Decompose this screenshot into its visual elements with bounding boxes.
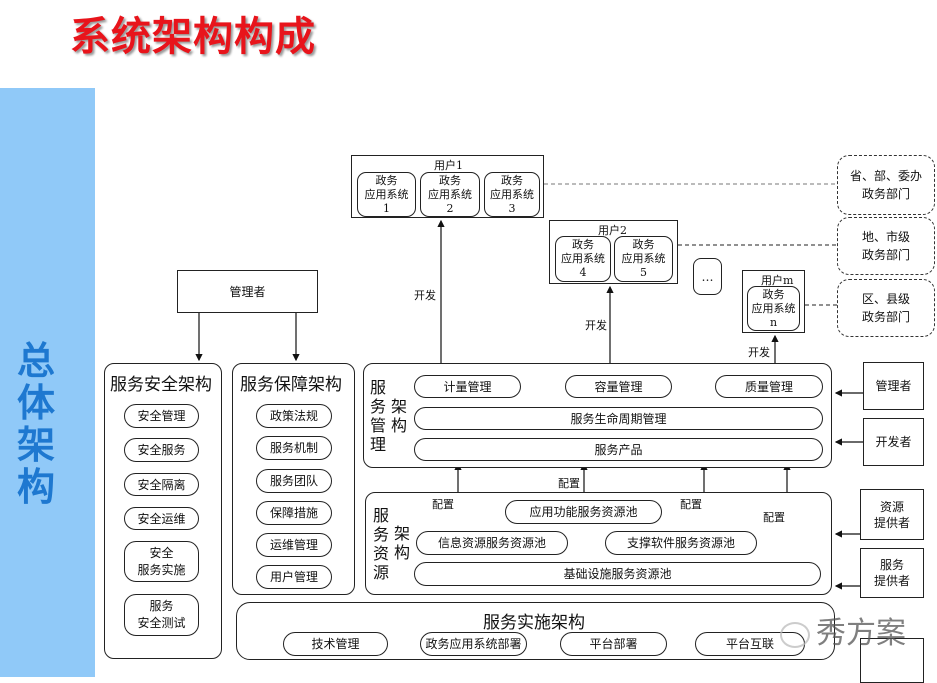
- watermark: 秀方案: [780, 608, 906, 652]
- service-product: 服务产品: [414, 438, 823, 461]
- support-software-pool: 支撑软件服务资源池: [605, 531, 757, 555]
- develop-label: 开发: [585, 319, 607, 332]
- app-line: 应用系统: [561, 252, 605, 265]
- dept-line: 省、部、委办: [849, 169, 922, 183]
- user-label: 用户2: [598, 224, 627, 237]
- app-line: 应用系统: [751, 302, 796, 315]
- resource-title: 服务资源: [372, 506, 389, 582]
- dept-line: 政务部门: [861, 248, 910, 262]
- app-line: 政务: [632, 238, 655, 251]
- app-line: 应用系统: [490, 188, 534, 201]
- actor-resource-provider: 资源提供者: [860, 489, 924, 540]
- dept-line: 政务部门: [861, 187, 910, 201]
- item-line: 安全测试: [137, 616, 186, 630]
- watermark-text: 秀方案: [816, 616, 906, 651]
- assurance-item: 政策法规: [256, 404, 332, 428]
- dept-line: 地、市级: [861, 230, 910, 244]
- app-line: 政务: [501, 174, 523, 187]
- develop-label: 开发: [748, 346, 770, 359]
- implementation-item: 技术管理: [283, 632, 388, 656]
- info-resource-pool: 信息资源服务资源池: [416, 531, 568, 555]
- app-function-pool: 应用功能服务资源池: [505, 500, 662, 524]
- security-item: 服务安全测试: [124, 594, 199, 636]
- item-line: 服务: [149, 599, 174, 613]
- dept-line: 区、县级: [861, 292, 910, 306]
- app-line: 应用系统: [364, 188, 409, 201]
- actor-developer: 开发者: [863, 418, 924, 466]
- app-line: 政务: [375, 174, 398, 187]
- config-label: 配置: [763, 511, 785, 524]
- app-line: 政务: [762, 288, 785, 301]
- actor-line: 提供者: [873, 574, 910, 588]
- security-item: 安全隔离: [124, 473, 199, 496]
- lifecycle-management: 服务生命周期管理: [414, 407, 823, 430]
- assurance-title: 服务保障架构: [240, 375, 342, 395]
- resource-title-suffix: 架构: [393, 524, 410, 562]
- actor-manager: 管理者: [863, 362, 924, 410]
- app-number: n: [769, 316, 778, 329]
- item-line: 安全: [149, 545, 174, 560]
- actor-line: 提供者: [873, 515, 910, 530]
- department-county: 区、县级政务部门: [837, 279, 935, 337]
- app-number: 1: [383, 202, 390, 215]
- management-title-suffix: 架构: [390, 397, 407, 435]
- implementation-title: 服务实施架构: [483, 613, 585, 633]
- user-label: 用户1: [434, 159, 463, 172]
- actor-box-obscured: [860, 638, 924, 683]
- security-item: 安全服务: [124, 438, 199, 462]
- sidebar-band: [0, 88, 95, 677]
- app-line: 应用系统: [428, 188, 472, 201]
- assurance-item: 服务机制: [256, 436, 332, 460]
- app-line: 应用系统: [621, 252, 666, 265]
- assurance-item: 保障措施: [256, 501, 332, 525]
- actor-line: 服务: [879, 558, 904, 572]
- implementation-item: 政务应用系统部署: [420, 632, 527, 656]
- app-line: 政务: [439, 174, 461, 187]
- department-provincial: 省、部、委办政务部门: [837, 155, 935, 215]
- actor-line: 资源: [879, 499, 904, 514]
- infrastructure-pool: 基础设施服务资源池: [414, 562, 821, 586]
- app-number: 5: [640, 266, 647, 279]
- user-label: 用户m: [761, 274, 794, 287]
- develop-label: 开发: [414, 289, 436, 302]
- config-label: 配置: [432, 498, 454, 511]
- app-number: 3: [508, 202, 516, 215]
- item-line: 服务实施: [137, 562, 186, 577]
- app-number: 2: [446, 202, 454, 215]
- config-label: 配置: [680, 498, 702, 511]
- department-city: 地、市级政务部门: [837, 217, 935, 275]
- metering-management: 计量管理: [414, 375, 521, 398]
- assurance-item: 用户管理: [256, 565, 332, 589]
- security-title: 服务安全架构: [110, 375, 212, 395]
- dept-line: 政务部门: [861, 310, 910, 324]
- actor-service-provider: 服务提供者: [860, 548, 924, 598]
- slide-title: 系统架构构成: [70, 14, 316, 60]
- more-users-ellipsis: …: [693, 258, 722, 295]
- implementation-item: 平台部署: [560, 632, 667, 656]
- manager-box: 管理者: [177, 270, 318, 313]
- assurance-item: 服务团队: [256, 469, 332, 493]
- config-label: 配置: [558, 477, 580, 490]
- security-item: 安全管理: [124, 404, 199, 428]
- security-item: 安全运维: [124, 507, 199, 530]
- capacity-management: 容量管理: [565, 375, 672, 398]
- security-item: 安全服务实施: [124, 541, 199, 582]
- management-title: 服务管理: [369, 378, 386, 454]
- sidebar-label: 总体架构: [16, 339, 55, 509]
- app-number: 4: [579, 266, 587, 279]
- wechat-icon: [780, 621, 810, 648]
- app-line: 政务: [572, 238, 594, 251]
- quality-management: 质量管理: [715, 375, 823, 398]
- assurance-item: 运维管理: [256, 533, 332, 557]
